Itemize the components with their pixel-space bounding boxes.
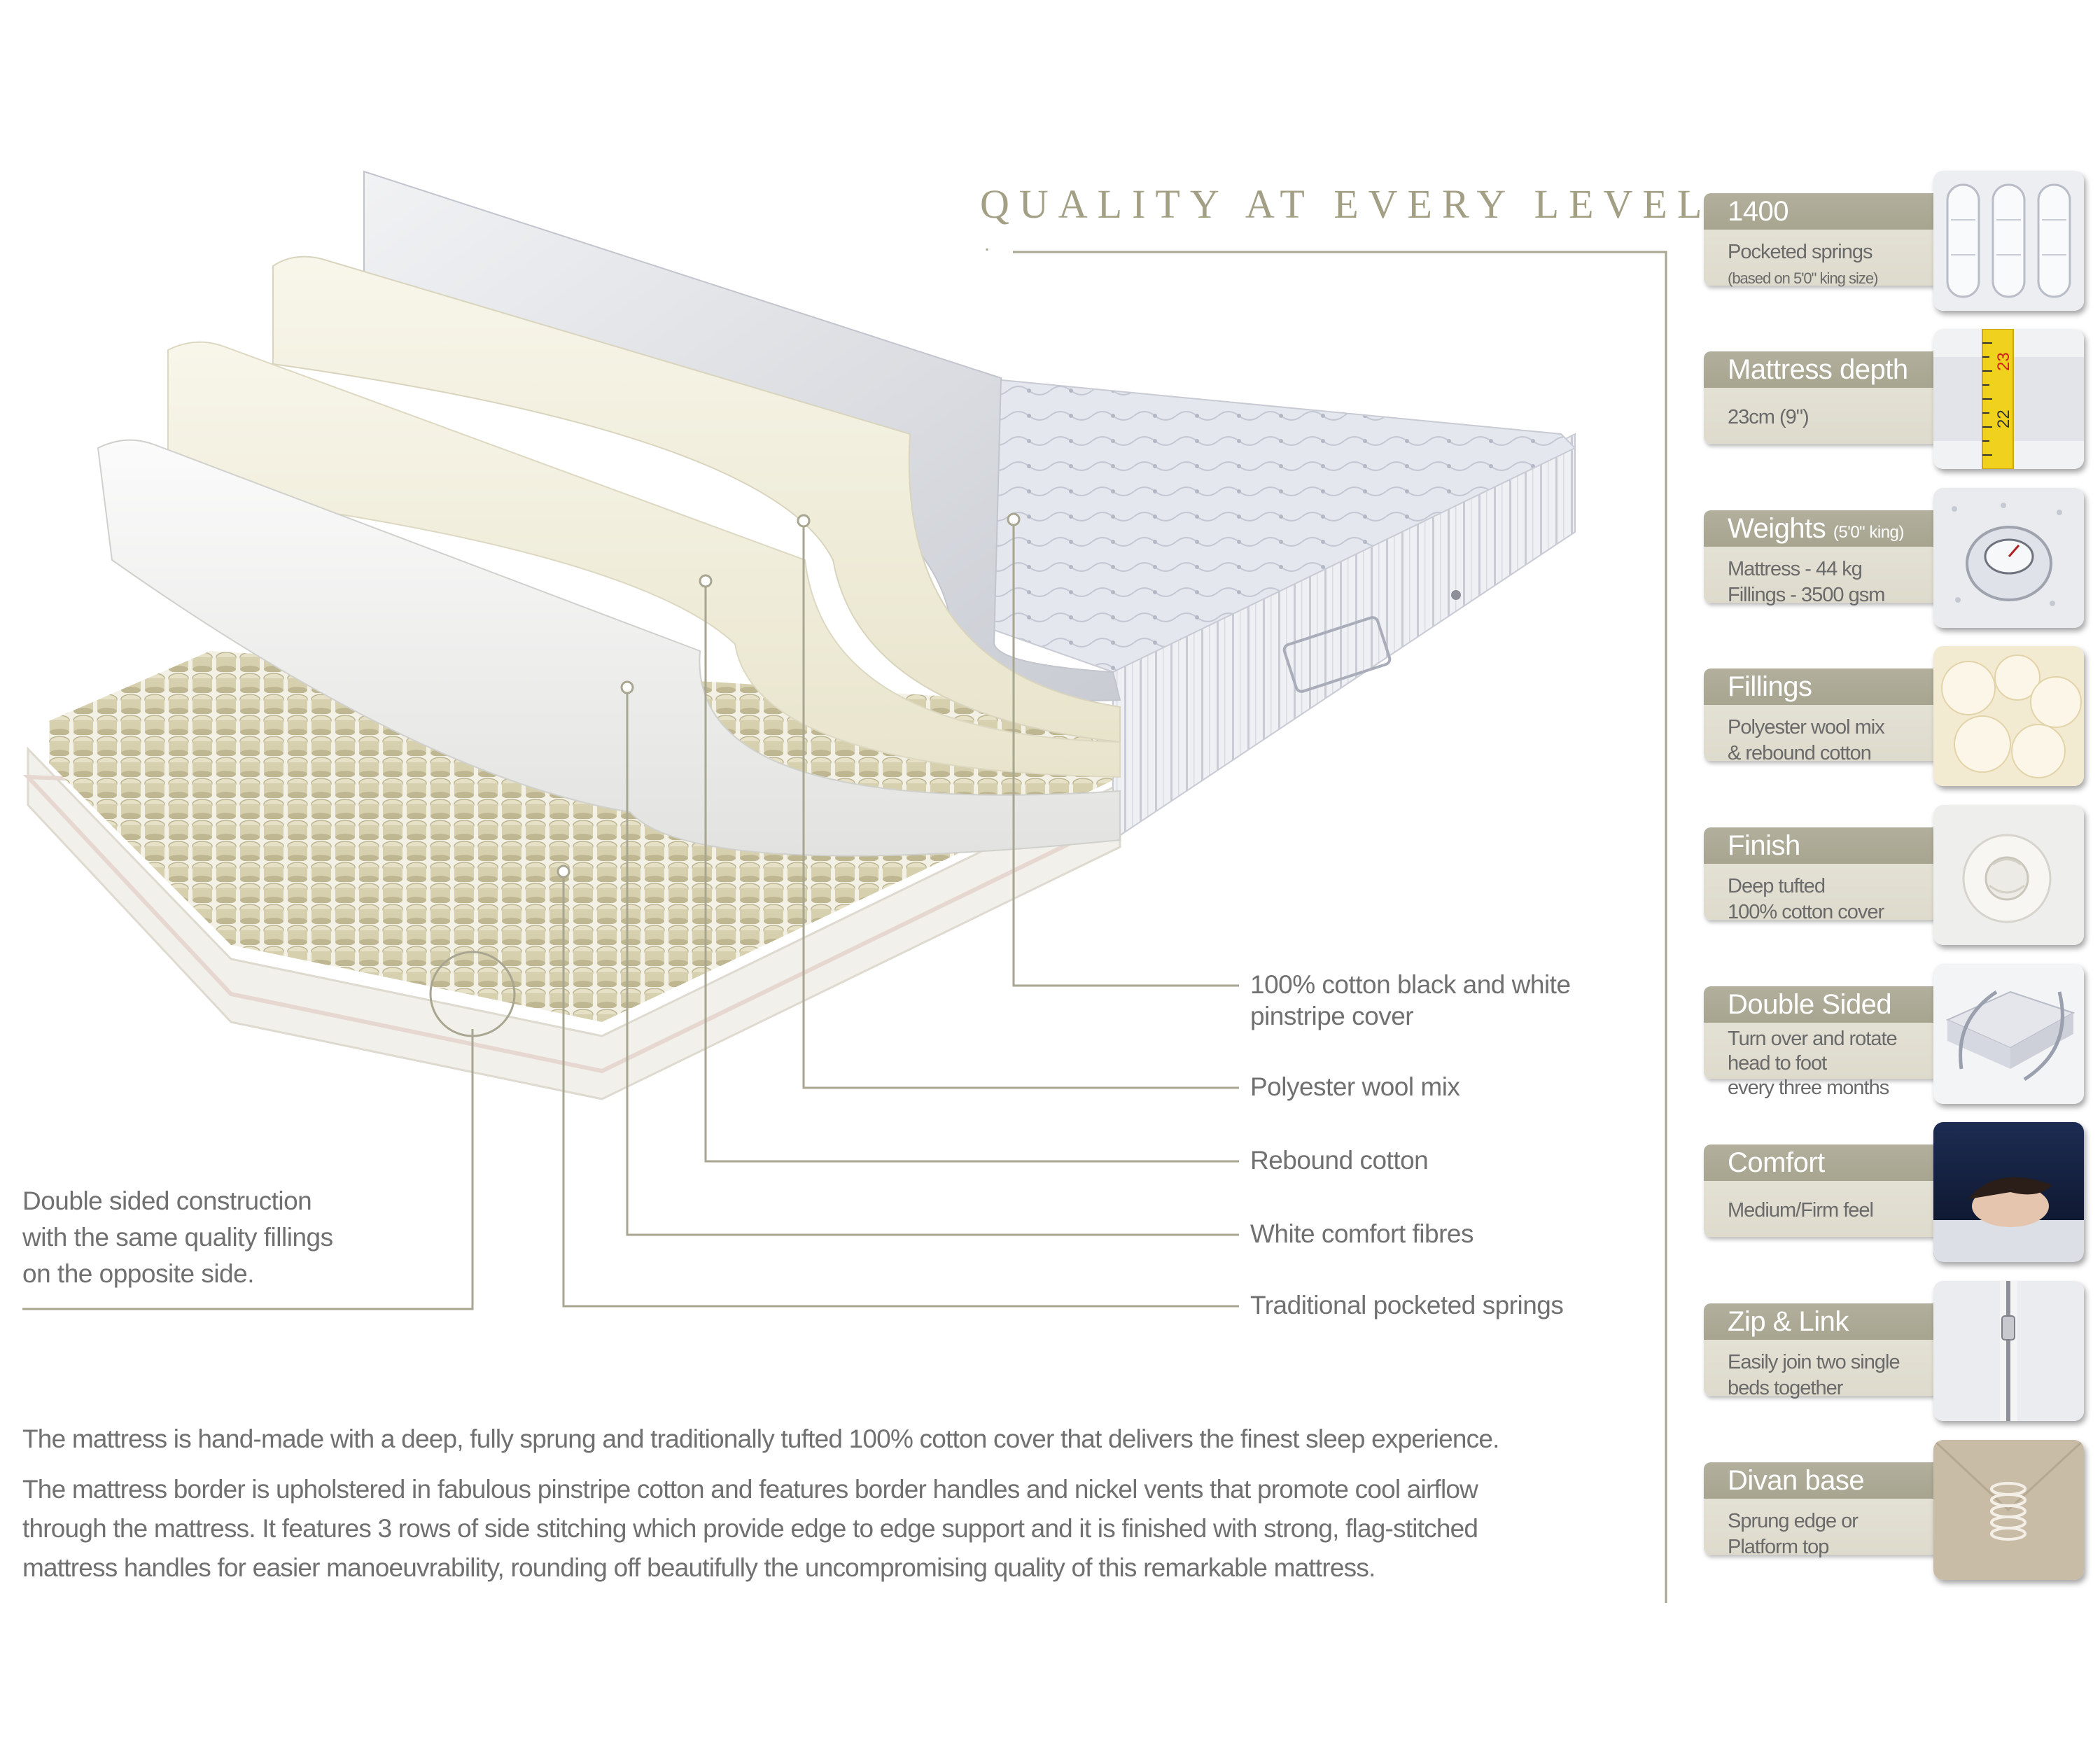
description-paragraph-2: The mattress border is upholstered in fa… — [22, 1475, 1478, 1582]
feature-title: Mattress depth — [1728, 354, 1908, 385]
spring-base-icon — [1933, 1440, 2084, 1580]
feature-title: Double Sided — [1728, 989, 1892, 1020]
feature-title: Weights (5'0" king) — [1728, 513, 1904, 544]
tape-mark-22: 22 — [1994, 410, 2013, 428]
feature-title: Comfort — [1728, 1147, 1825, 1178]
feature-title: Zip & Link — [1728, 1306, 1849, 1337]
page-title: QUALITY AT EVERY LEVEL — [980, 181, 1712, 227]
feature-card-divan-base: Divan base Sprung edge or Platform top — [1701, 1440, 2090, 1580]
tape-mark-23: 23 — [1994, 352, 2013, 371]
mattress-illustration — [22, 170, 1667, 1603]
leader-lines — [22, 248, 1667, 1603]
callout-springs: Traditional pocketed springs — [1250, 1291, 1564, 1320]
double-sided-note: Double sided construction with the same … — [22, 1186, 333, 1288]
scale-icon — [1933, 488, 2084, 628]
feature-card-springs: 1400 Pocketed springs (based on 5'0" kin… — [1701, 171, 2090, 311]
sleeper-icon — [1933, 1122, 2084, 1262]
callout-cover: 100% cotton black and white pinstripe co… — [1250, 970, 1571, 1030]
feature-card-weights: Weights (5'0" king) Mattress - 44 kg Fil… — [1701, 488, 2090, 628]
pocket-springs-icon — [1933, 171, 2084, 311]
white-fibres-layer — [97, 439, 1121, 857]
tuft-icon — [1933, 805, 2084, 945]
feature-card-finish: Finish Deep tufted 100% cotton cover — [1701, 805, 2090, 945]
callout-white-fibres: White comfort fibres — [1250, 1219, 1474, 1248]
polyester-layer — [272, 255, 1121, 743]
description-paragraph-1: The mattress is hand-made with a deep, f… — [22, 1424, 1499, 1453]
feature-card-double-sided: Double Sided Turn over and rotate head t… — [1701, 964, 2090, 1104]
feature-card-fillings: Fillings Polyester wool mix & rebound co… — [1701, 646, 2090, 786]
feature-card-zip-link: Zip & Link Easily join two single beds t… — [1701, 1281, 2090, 1421]
feature-card-depth: Mattress depth 23cm (9") 23 22 — [1701, 329, 2090, 469]
tape-measure-icon: 23 22 — [1933, 329, 2084, 469]
wool-icon — [1933, 646, 2084, 786]
rotate-mattress-icon — [1933, 964, 2084, 1104]
rebound-cotton-layer — [167, 341, 1121, 778]
callout-polyester: Polyester wool mix — [1250, 1072, 1460, 1101]
feature-card-comfort: Comfort Medium/Firm feel — [1701, 1122, 2090, 1262]
callout-rebound-cotton: Rebound cotton — [1250, 1146, 1429, 1175]
feature-title: Fillings — [1728, 671, 1812, 702]
zip-icon — [1933, 1281, 2084, 1421]
feature-title: Finish — [1728, 830, 1800, 861]
feature-title: Divan base — [1728, 1465, 1865, 1496]
feature-title: 1400 — [1728, 196, 1788, 227]
